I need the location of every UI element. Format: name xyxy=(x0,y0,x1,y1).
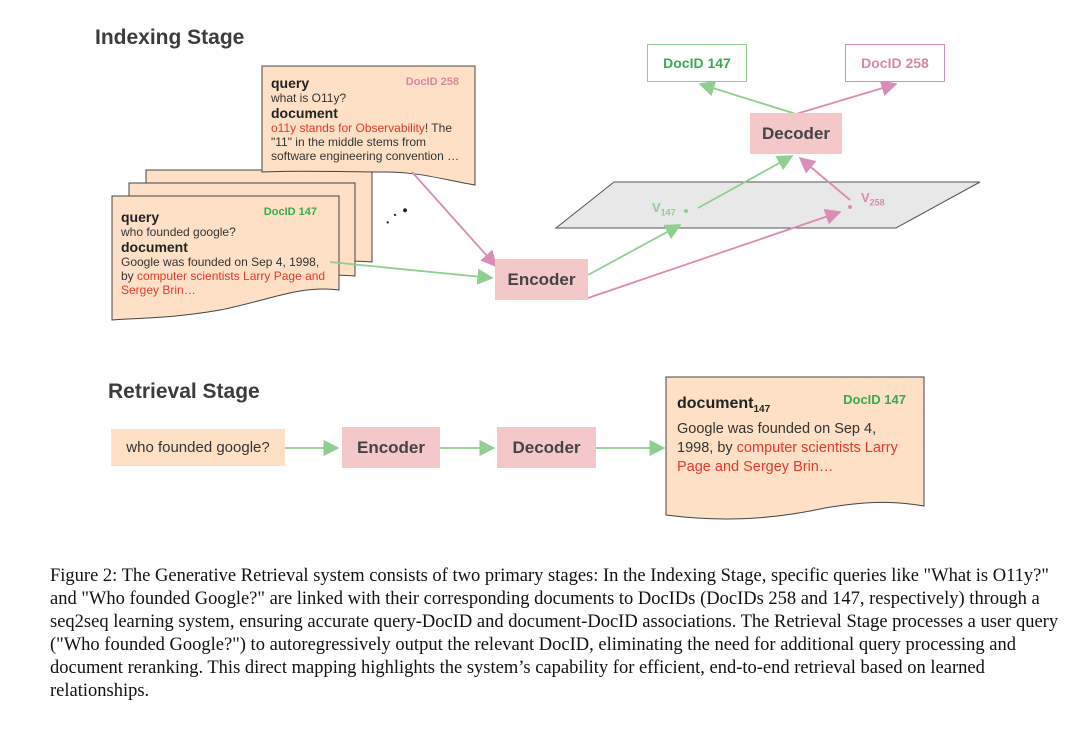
card-258-document-label: document xyxy=(271,105,338,121)
card-147-doc-line1: Google was founded on Sep 4, 1998, xyxy=(121,255,320,269)
retrieval-stage-title: Retrieval Stage xyxy=(108,380,260,403)
embedding-plane xyxy=(554,181,981,229)
card-147-doc-line3: Sergey Brin… xyxy=(121,283,196,297)
indexing-decoder: Decoder xyxy=(750,113,842,154)
card-258: DocID 258 query what is O11y? document o… xyxy=(263,67,475,171)
retrieval-decoder: Decoder xyxy=(497,427,596,468)
retrieval-doc-line1: Google was founded on Sep 4, xyxy=(677,421,877,438)
retrieval-doc-docid: DocID 147 xyxy=(843,392,906,407)
card-258-wave xyxy=(261,65,476,186)
output-docid-147: DocID 147 xyxy=(647,44,747,82)
retrieval-encoder: Encoder xyxy=(342,427,440,468)
retrieval-doc-line3: Page and Sergey Brin… xyxy=(677,459,834,476)
card-147-wave xyxy=(111,195,340,321)
arrow-encoder-to-v147 xyxy=(587,224,682,276)
retrieval-doc-line2: 1998, by computer scientists Larry xyxy=(677,440,898,457)
arrow-decoder-to-docid258 xyxy=(795,80,898,115)
arrow-card258-to-encoder xyxy=(411,171,498,268)
card-258-doc-line1: o11y stands for Observability! The xyxy=(271,121,452,135)
figure-caption: Figure 2: The Generative Retrieval syste… xyxy=(50,566,1059,701)
retrieval-doc-wave xyxy=(665,376,925,520)
arrow-encoder-to-v258 xyxy=(587,209,842,299)
retrieval-document: DocID 147 document147 Google was founded… xyxy=(667,378,924,488)
arrow-decoder-to-docid147 xyxy=(698,80,797,115)
card-147-query: who founded google? xyxy=(121,225,236,239)
card-258-query: what is O11y? xyxy=(271,91,347,105)
v258-label: V258 xyxy=(861,190,885,208)
retrieval-query-box: who founded google? xyxy=(111,429,285,466)
card-147: DocID 147 query who founded google? docu… xyxy=(113,197,339,307)
card-147-docid: DocID 147 xyxy=(263,206,317,218)
card-147-document-label: document xyxy=(121,239,188,255)
card-147-query-label: query xyxy=(121,209,160,225)
v258-point xyxy=(848,205,852,209)
arrow-v147-to-decoder xyxy=(697,155,794,209)
retrieval-doc-title: document147 xyxy=(677,395,771,416)
card-258-doc-line3: software engineering convention … xyxy=(271,149,460,163)
card-258-doc-line2: "11" in the middle stems from xyxy=(271,135,427,149)
card-147-doc-line2: by computer scientists Larry Page and xyxy=(121,269,326,283)
card-258-query-label: query xyxy=(271,75,310,91)
output-docid-258: DocID 258 xyxy=(845,44,945,82)
indexing-stage-title: Indexing Stage xyxy=(95,26,245,49)
arrow-card147-to-encoder xyxy=(329,261,494,285)
v147-label: V147 xyxy=(652,200,676,218)
diagram-canvas xyxy=(111,65,981,520)
card-258-docid: DocID 258 xyxy=(405,76,459,88)
v147-point xyxy=(684,209,688,213)
arrow-v258-to-decoder xyxy=(798,156,851,201)
indexing-encoder: Encoder xyxy=(495,259,588,300)
